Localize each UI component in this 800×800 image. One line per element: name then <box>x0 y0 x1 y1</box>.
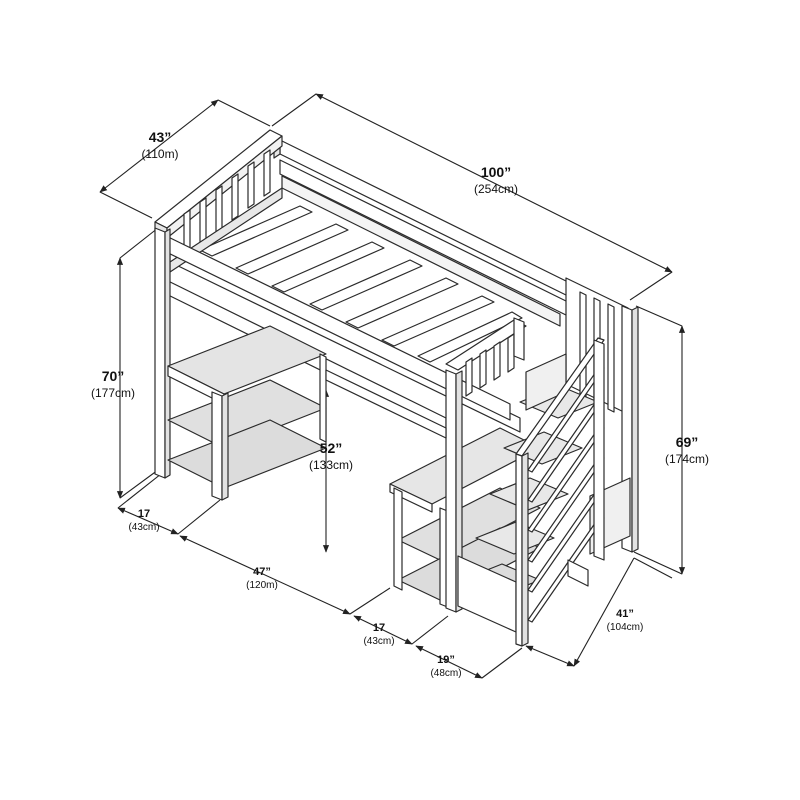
dim-stair-depth-imperial: 19” <box>437 654 455 666</box>
mattress-slats <box>199 205 523 363</box>
dim-stair-width-imperial: 41” <box>616 608 634 620</box>
dim-bed-height-metric: (177cm) <box>90 385 136 400</box>
dim-stair-height-imperial: 69” <box>675 434 699 450</box>
dim-clearance: 52” (133cm) <box>309 440 353 473</box>
dim-width-metric: (110m) <box>141 146 179 161</box>
dim-width: 43” (110m) <box>141 129 178 162</box>
dim-stair-height: 69” (174cm) <box>665 434 709 467</box>
dim-stair-height-metric: (174cm) <box>664 451 710 466</box>
dim-desk-depth-right-imperial: 17 <box>372 622 386 634</box>
dim-desk-width-metric: (120m) <box>246 579 278 591</box>
foot-end-slats <box>465 333 515 397</box>
dim-desk-width: 47” (120m) <box>246 566 278 592</box>
dim-bed-height: 70” (177cm) <box>91 368 135 401</box>
dim-length-metric: (254cm) <box>473 181 519 196</box>
dim-desk-width-imperial: 47” <box>253 566 271 578</box>
dim-length: 100” (254cm) <box>474 164 518 197</box>
head-end-slats <box>183 149 271 257</box>
dim-desk-depth-left: 17 (43cm) <box>128 508 159 534</box>
dimension-lines <box>99 93 686 679</box>
bed-frame <box>154 129 639 647</box>
dim-desk-depth-left-metric: (43cm) <box>128 521 160 533</box>
dim-stair-width-metric: (104cm) <box>606 621 644 633</box>
dim-stair-depth-metric: (48cm) <box>430 667 462 679</box>
dim-desk-depth-left-imperial: 17 <box>137 508 151 520</box>
dim-length-imperial: 100” <box>480 164 512 180</box>
dim-clearance-metric: (133cm) <box>308 457 354 472</box>
dim-desk-depth-right: 17 (43cm) <box>363 622 394 648</box>
dim-bed-height-imperial: 70” <box>101 368 125 384</box>
dim-width-imperial: 43” <box>148 129 172 145</box>
dim-desk-depth-right-metric: (43cm) <box>363 635 395 647</box>
dim-stair-width: 41” (104cm) <box>607 608 644 634</box>
left-desk-unit <box>167 325 327 501</box>
dim-stair-depth: 19” (48cm) <box>430 654 461 680</box>
dim-clearance-imperial: 52” <box>319 440 343 456</box>
